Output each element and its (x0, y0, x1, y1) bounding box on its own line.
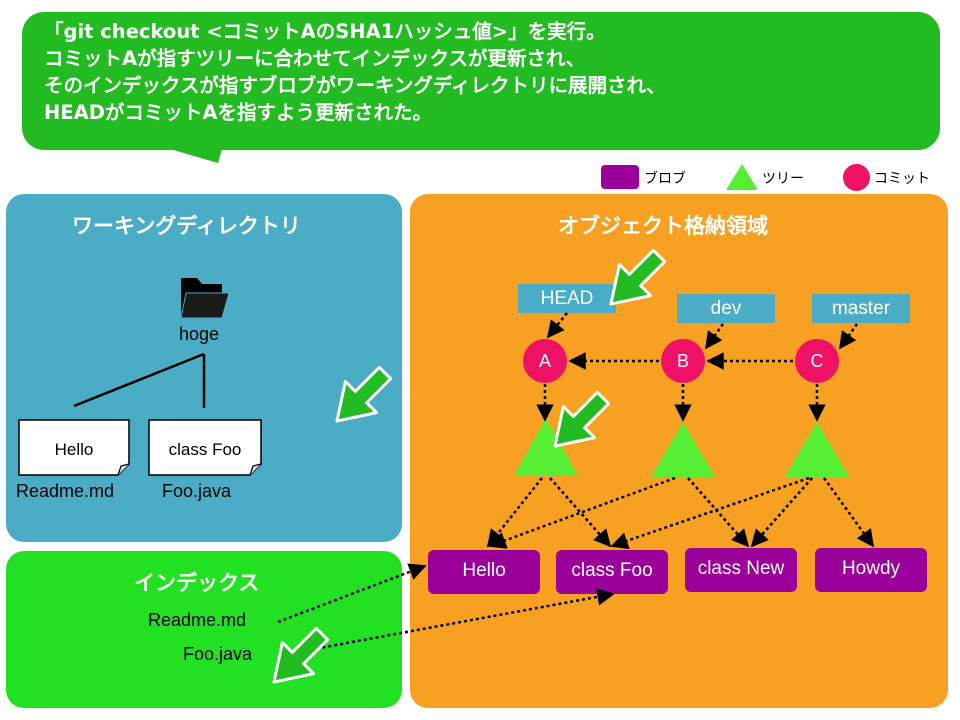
highlight-arrow-icon (272, 626, 330, 684)
file-name-foo: Foo.java (162, 481, 232, 501)
commit-legend-swatch (843, 164, 870, 191)
ref-master: master (812, 294, 910, 323)
highlight-arrow-icon (335, 365, 393, 423)
tree-legend-label: ツリー (762, 171, 804, 187)
tree-legend-swatch (726, 164, 758, 190)
file-content-foo: class Foo (169, 440, 242, 459)
callout-bubble: 「git checkout <コミットAのSHA1ハッシュ値>」を実行。 コミッ… (22, 12, 940, 150)
blob-legend-label: ブロブ (644, 171, 686, 187)
file-doc-foo: class Foo (148, 419, 262, 476)
blob-legend-swatch (601, 165, 639, 189)
working-directory-title: ワーキングディレクトリ (72, 214, 301, 238)
callout-line: そのインデックスが指すブロブがワーキングディレクトリに展開され、 (44, 74, 666, 97)
highlight-arrow-icon (553, 390, 611, 448)
blob-class-foo: class Foo (556, 550, 668, 594)
commit-a: A (523, 339, 567, 383)
commit-b: B (661, 339, 705, 383)
object-store-title: オブジェクト格納領域 (558, 214, 768, 238)
tree-a (514, 418, 578, 476)
highlight-arrow-icon (609, 248, 667, 306)
ref-head: HEAD (518, 284, 616, 313)
blob-howdy: Howdy (815, 548, 927, 592)
file-doc-readme: Hello (18, 419, 130, 476)
index-entry-readme: Readme.md (148, 610, 247, 630)
callout-line: 「git checkout <コミットAのSHA1ハッシュ値>」を実行。 (44, 20, 606, 43)
commit-legend-label: コミット (874, 171, 930, 187)
commit-c: C (795, 339, 839, 383)
callout-line: コミットAが指すツリーに合わせてインデックスが更新され、 (44, 47, 586, 70)
file-content-readme: Hello (55, 440, 94, 459)
folder-icon (180, 278, 230, 319)
index-title: インデックス (134, 571, 260, 595)
tree-b (651, 422, 715, 477)
file-name-readme: Readme.md (16, 481, 115, 501)
directory-tree-lines (73, 352, 206, 408)
callout-line: HEADがコミットAを指すよう更新された。 (44, 101, 433, 124)
index-entry-foo: Foo.java (183, 644, 253, 664)
reference-arrows (277, 312, 875, 656)
blob-class-new: class New (685, 548, 797, 592)
blob-hello: Hello (428, 550, 540, 594)
ref-dev: dev (677, 294, 775, 323)
index-panel: インデックス (6, 551, 402, 708)
folder-name: hoge (179, 324, 220, 344)
tree-c (785, 422, 849, 477)
callout-text: 「git checkout <コミットAのSHA1ハッシュ値>」を実行。 コミッ… (44, 18, 666, 126)
